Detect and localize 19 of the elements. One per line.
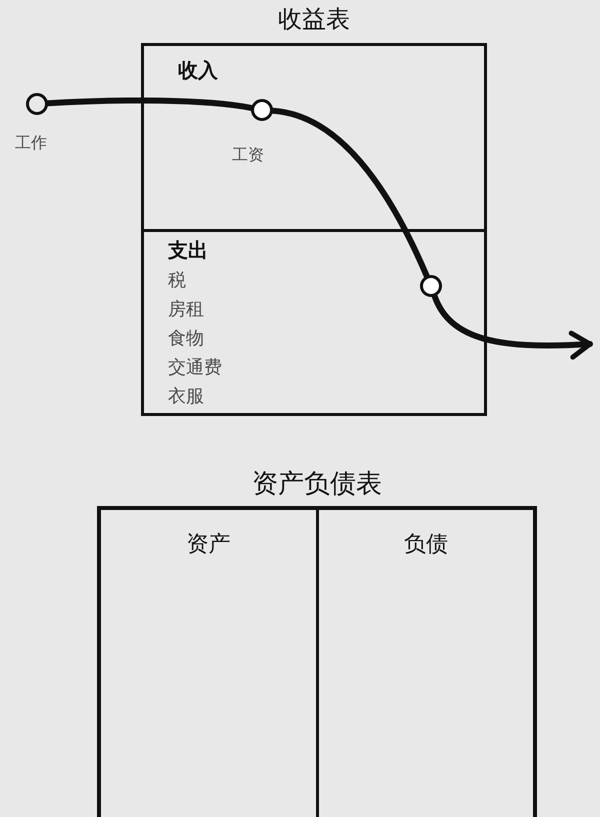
section-heading: 负债 bbox=[403, 531, 449, 559]
connector-line bbox=[270, 108, 430, 279]
section-heading: 支出 bbox=[168, 237, 208, 264]
arrow bbox=[432, 293, 593, 360]
table-title: 资产负债表 bbox=[251, 468, 383, 501]
node-caption: 工资 bbox=[232, 144, 264, 166]
node-caption: 工作 bbox=[15, 132, 47, 154]
table-title: 收益表 bbox=[277, 4, 351, 35]
circle-marker bbox=[420, 275, 442, 297]
circle-marker bbox=[251, 99, 273, 121]
section-heading: 资产 bbox=[186, 531, 232, 559]
list-item: 房租 bbox=[168, 298, 204, 322]
list-item: 交通费 bbox=[168, 356, 222, 380]
circle-marker bbox=[26, 93, 48, 115]
list-item: 衣服 bbox=[168, 385, 204, 409]
list-item: 食物 bbox=[168, 327, 204, 351]
connector-line bbox=[45, 98, 254, 111]
list-item: 税 bbox=[168, 269, 186, 293]
section-heading: 收入 bbox=[178, 57, 218, 84]
